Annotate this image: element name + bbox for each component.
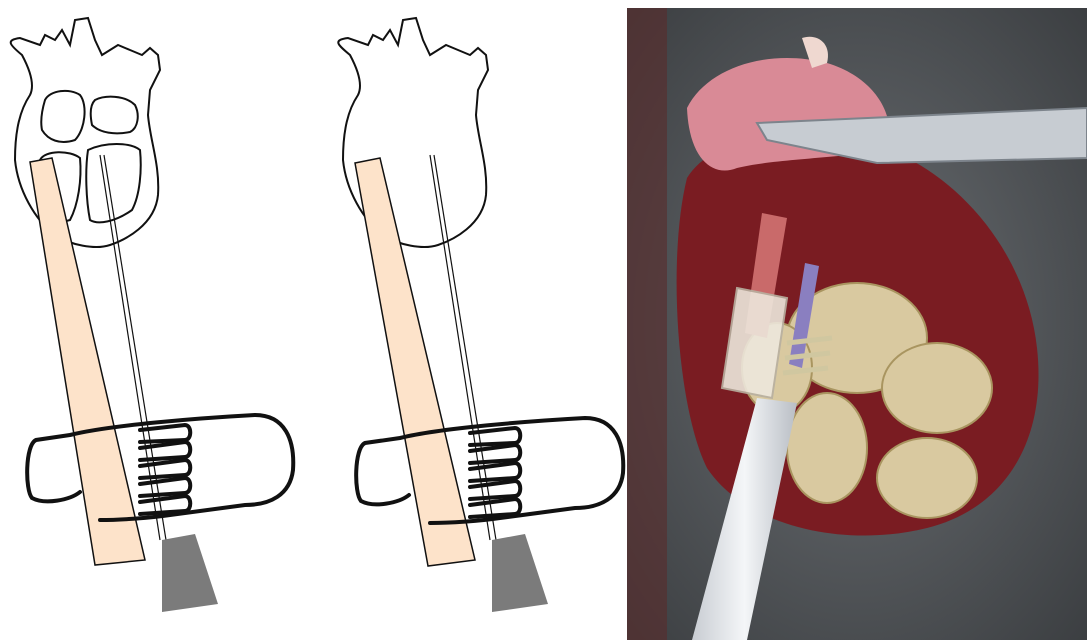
needle-hub [162, 534, 218, 612]
schematic-panel-b [320, 0, 630, 643]
retractor-loop [356, 418, 623, 523]
surgical-photo [627, 8, 1087, 640]
coil-spring [140, 425, 190, 514]
needle-hub [492, 534, 548, 612]
coil-spring [470, 428, 520, 517]
drape-left [627, 8, 667, 640]
heart-outline [338, 18, 488, 247]
schematic-b-svg [320, 0, 630, 643]
surgical-photo-svg [627, 8, 1087, 640]
schematic-a-svg [0, 0, 310, 643]
schematic-panel-a [0, 0, 310, 643]
heart-outline [11, 18, 160, 247]
